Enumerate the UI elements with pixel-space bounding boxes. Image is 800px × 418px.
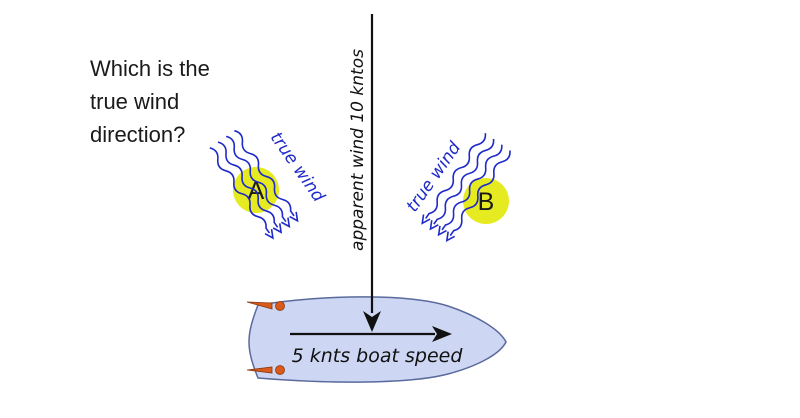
apparent-wind-arrow [363, 14, 381, 332]
boat-speed-arrow [290, 326, 452, 342]
true-wind-b-lines [421, 133, 511, 242]
option-b-label: B [478, 188, 495, 216]
boat-hull [248, 296, 507, 383]
apparent-wind-label: apparent wind 10 kntos [348, 49, 368, 251]
boat-speed-label: 5 knts boat speed [292, 345, 464, 367]
telltale-top [246, 301, 285, 311]
question-line-2: true wind [90, 89, 180, 114]
true-wind-a-lines [209, 129, 299, 240]
question-line-3: direction? [90, 122, 186, 147]
option-b-marker[interactable] [463, 178, 509, 224]
telltale-bottom [246, 365, 285, 375]
question-line-1: Which is the [90, 56, 210, 81]
question-text: Which is the true wind direction? [90, 52, 270, 151]
